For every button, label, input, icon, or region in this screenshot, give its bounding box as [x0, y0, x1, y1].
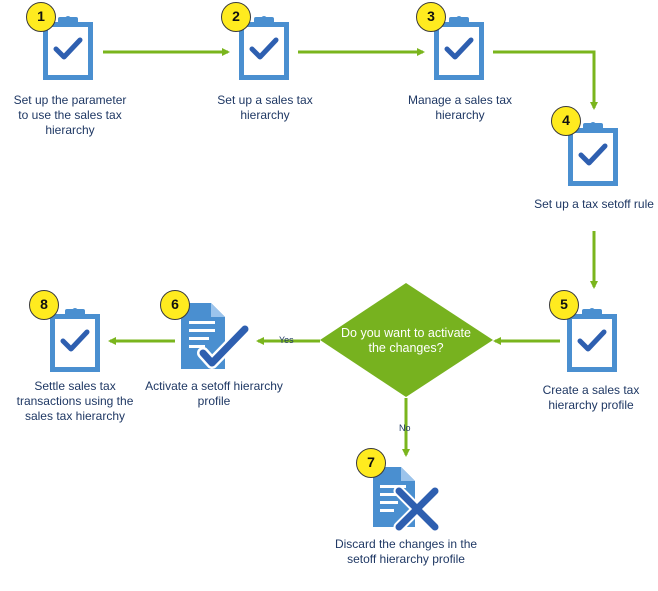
- step-2-label: Set up a sales tax hierarchy: [217, 93, 313, 122]
- step-5-badge: 5: [549, 290, 579, 320]
- step-4-label: Set up a tax setoff rule: [534, 197, 654, 211]
- step-4-badge: 4: [551, 106, 581, 136]
- yes-label: Yes: [279, 335, 294, 345]
- step-3-label: Manage a sales tax hierarchy: [407, 93, 513, 122]
- clipboard-check-icon: [50, 308, 100, 372]
- step-6-label: Activate a setoff hierarchy profile: [145, 379, 283, 408]
- step-8-badge: 8: [29, 290, 59, 320]
- arrow-3-to-4: [493, 50, 598, 110]
- step-5-label: Create a sales tax hierarchy profile: [542, 383, 640, 412]
- step-2-badge: 2: [221, 2, 251, 32]
- step-7-badge: 7: [356, 448, 386, 478]
- decision-diamond: [320, 283, 493, 397]
- document-x-icon: [373, 467, 441, 533]
- step-3-badge: 3: [416, 2, 446, 32]
- step-1-label: Set up the parameter to use the sales ta…: [13, 93, 127, 137]
- document-check-icon: [181, 303, 251, 369]
- step-6-badge: 6: [160, 290, 190, 320]
- no-label: No: [399, 423, 411, 433]
- decision-question: Do you want to activate the changes?: [341, 326, 471, 355]
- clipboard-check-icon: [567, 308, 617, 372]
- step-1-badge: 1: [26, 2, 56, 32]
- step-7-label: Discard the changes in the setoff hierar…: [334, 537, 478, 566]
- step-8-label: Settle sales tax transactions using the …: [16, 379, 134, 423]
